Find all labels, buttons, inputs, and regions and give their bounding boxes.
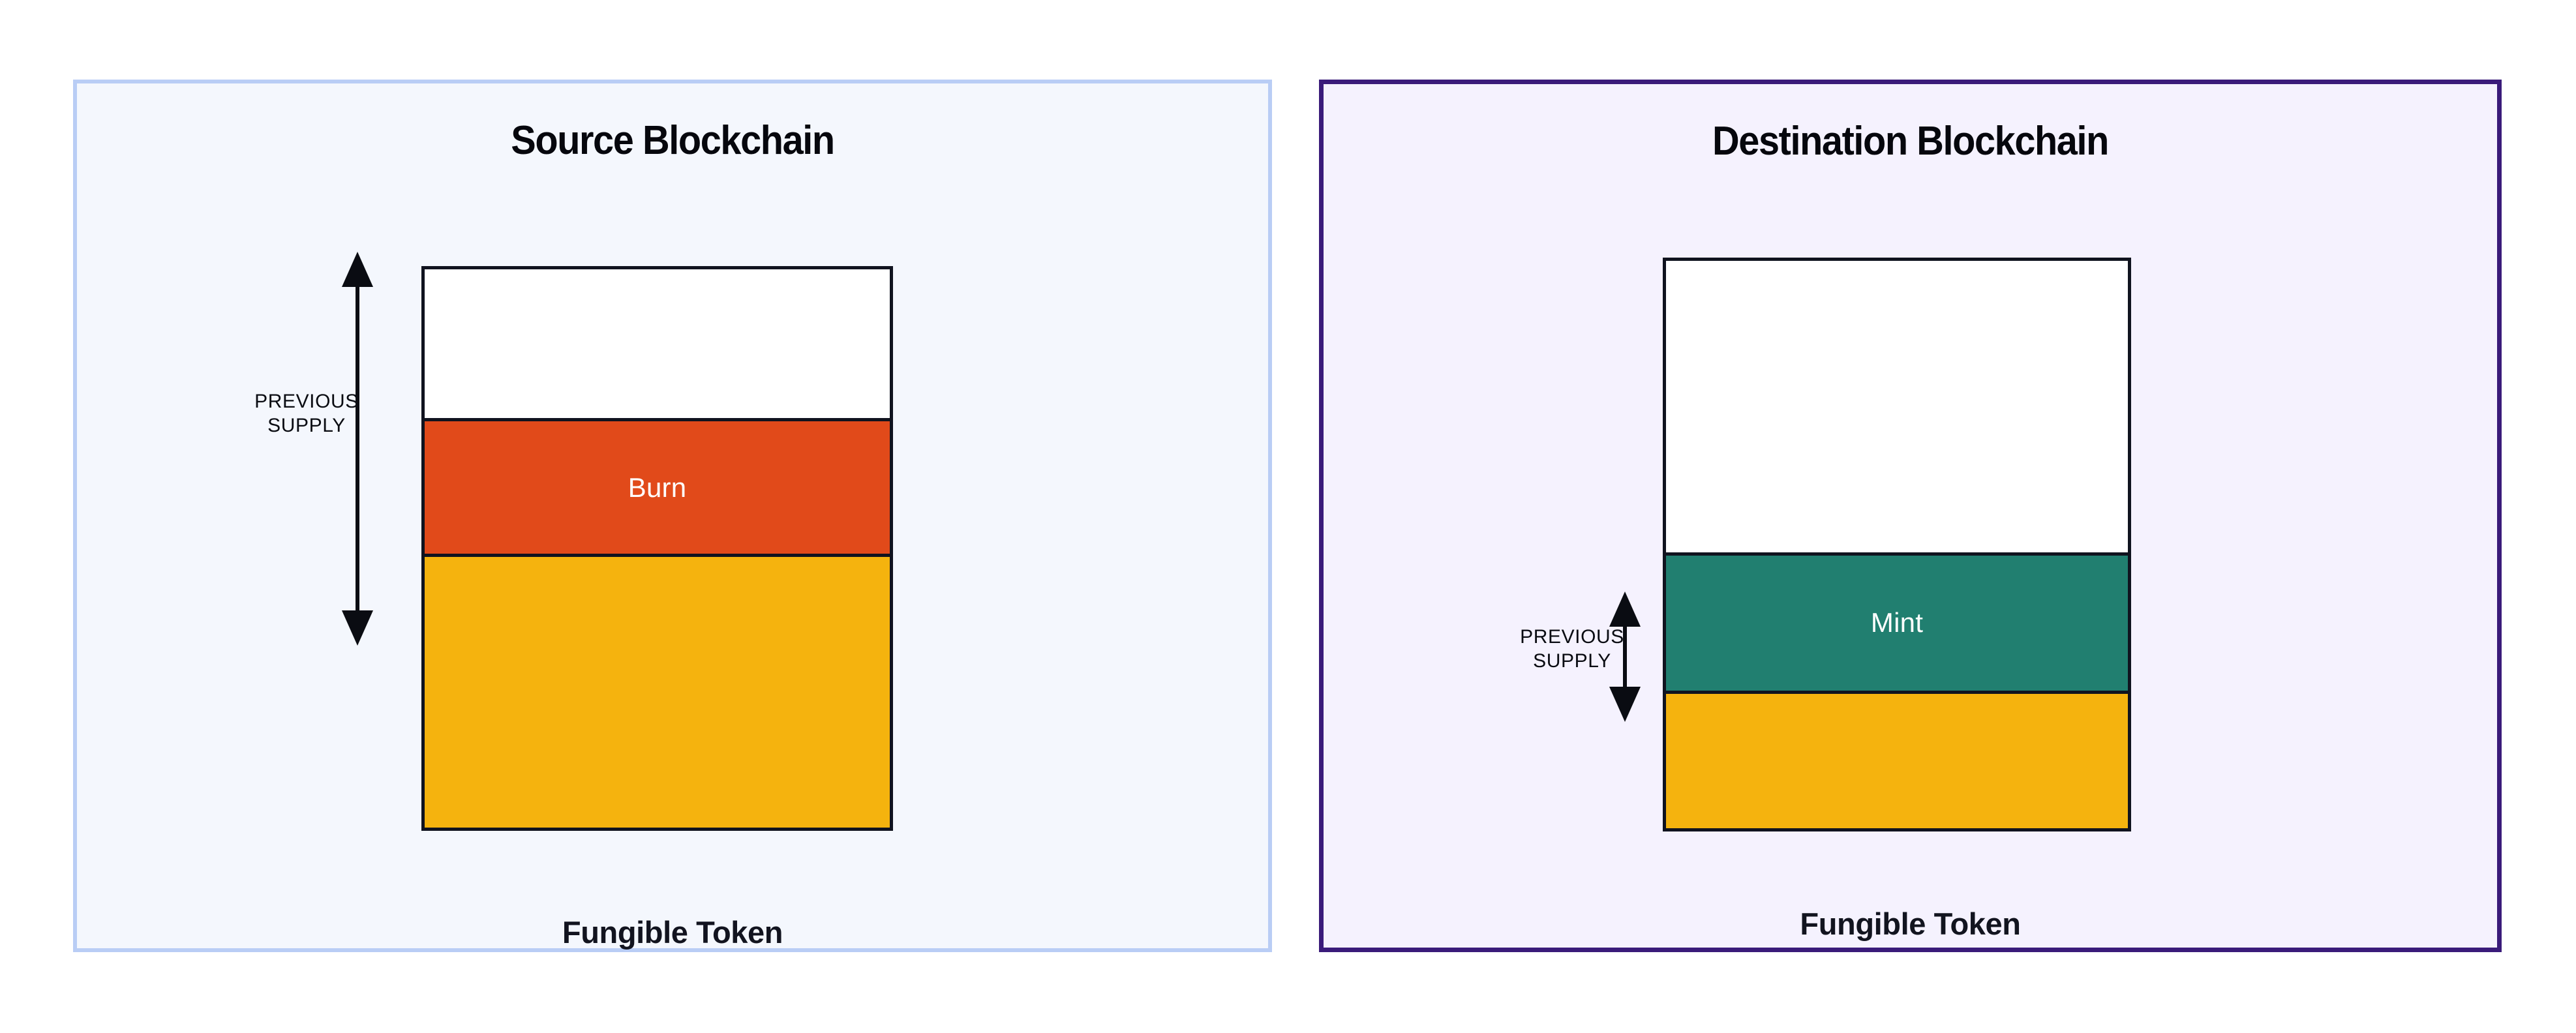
bar-segment-empty-source [425, 269, 890, 419]
bar-segment-supply-source [425, 554, 890, 828]
measure-arrow-previous-supply-source [338, 247, 377, 651]
measure-label-previous-supply-source: PREVIOUS SUPPLY [254, 391, 359, 436]
bar-caption-source: Fungible Token [562, 915, 783, 950]
panel-source-blockchain: Source Blockchain PREVIOUS SUPPLY NEW SU… [73, 80, 1272, 952]
bar-segment-mint: Mint [1666, 552, 2128, 691]
bar-caption-destination: Fungible Token [1800, 906, 2021, 941]
measure-arrow-previous-supply-destination [1605, 588, 1644, 726]
measure-label-previous-supply-destination: PREVIOUS SUPPLY [1520, 626, 1624, 672]
panel-destination-blockchain: Destination Blockchain PREVIOUS SUPPLY N… [1319, 80, 2502, 952]
bar-segment-burn: Burn [425, 418, 890, 554]
panel-title-destination: Destination Blockchain [1712, 119, 2109, 164]
bar-segment-empty-destination [1666, 261, 2128, 553]
token-supply-bar-destination: Mint [1663, 258, 2131, 831]
token-supply-bar-source: Burn [421, 266, 893, 831]
panel-title-source: Source Blockchain [511, 118, 835, 163]
bar-segment-supply-destination [1666, 690, 2128, 829]
